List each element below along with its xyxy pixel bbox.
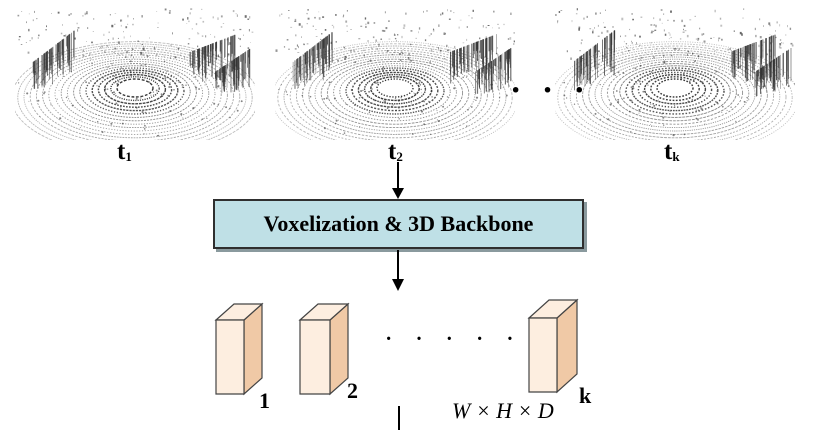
- feature-block-k: [527, 298, 579, 394]
- frames-ellipsis: · · ·: [510, 72, 592, 109]
- feature-block-label-k: k: [579, 383, 592, 408]
- blocks-ellipsis: · · · · · ·: [384, 324, 552, 355]
- point-cloud-scan-2: [275, 9, 515, 140]
- point-cloud-scan-k: [555, 8, 795, 140]
- arrow-to-backbone: [392, 162, 404, 199]
- voxelization-backbone-box: Voxelization & 3D Backbone: [213, 199, 584, 249]
- point-cloud-scan-1: [15, 8, 255, 140]
- feature-block-1: [214, 302, 264, 396]
- voxelization-backbone-label: Voxelization & 3D Backbone: [263, 211, 534, 236]
- feature-dimension-label: W × H × D: [452, 398, 554, 423]
- feature-block-2: [298, 302, 350, 396]
- feature-block-label-1: 1: [259, 388, 270, 413]
- continuation-line: [398, 406, 400, 430]
- arrow-to-features: [392, 250, 404, 291]
- frame-label-t2: t2: [388, 138, 403, 165]
- feature-block-label-2: 2: [347, 378, 358, 403]
- frame-label-t1: t1: [117, 138, 132, 165]
- frame-label-tk: tk: [664, 138, 680, 165]
